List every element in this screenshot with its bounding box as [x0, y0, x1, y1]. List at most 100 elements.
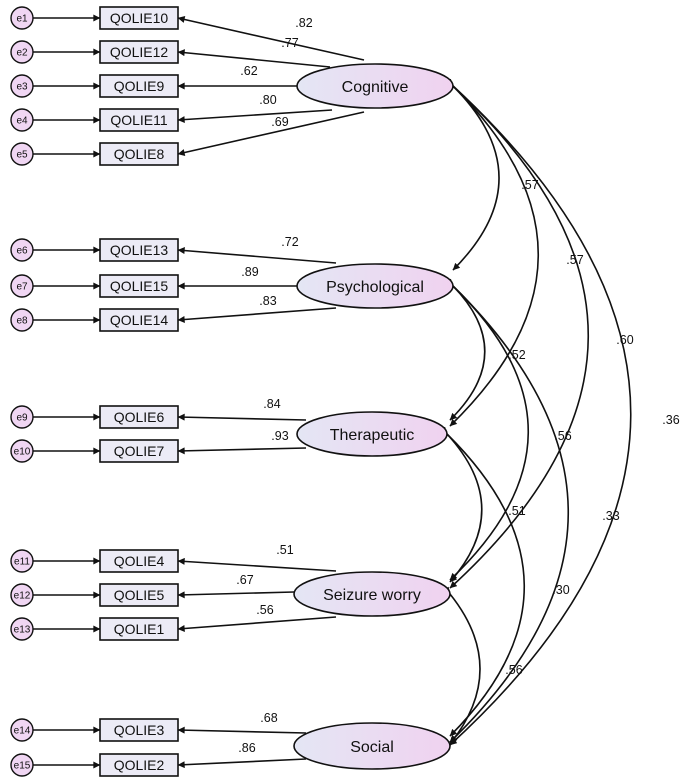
error-node-e15 [10, 753, 34, 777]
loading-layer: .82.77.62.80.69.72.89.83.84.93.51.67.56.… [33, 14, 365, 769]
error-node-e6 [10, 238, 34, 262]
loading-label-seizure-worry-qolie5: .67 [236, 573, 253, 587]
factor-label-social: Social [350, 739, 394, 756]
correlation-psychological-therapeutic-label: .52 [508, 348, 525, 362]
correlation-psychological-seizure-worry-arc [445, 278, 530, 581]
loading-label-therapeutic-qolie6: .84 [263, 397, 280, 411]
correlation-layer: .57.57.60.36.52.56.33.51.30.56 [439, 78, 680, 746]
error-label-e8: e8 [16, 316, 28, 327]
error-node-e11 [10, 549, 34, 573]
error-node-e12 [10, 583, 34, 607]
indicator-label-qolie11: QOLIE11 [110, 112, 168, 128]
indicator-box-qolie7 [99, 439, 179, 463]
error-node-e5 [10, 142, 34, 166]
indicator-label-qolie6: QOLIE6 [114, 409, 165, 425]
correlation-therapeutic-social-arc [439, 426, 526, 737]
error-label-e7: e7 [16, 282, 28, 293]
indicator-label-qolie5: QOLIE5 [114, 587, 165, 603]
loading-arrow-psychological-qolie14 [177, 307, 337, 323]
error-label-e10: e10 [14, 447, 31, 458]
correlation-therapeutic-social-label: .30 [552, 583, 569, 597]
loading-arrow-cognitive-qolie12 [177, 49, 331, 68]
indicator-label-qolie13: QOLIE13 [110, 242, 169, 258]
loading-label-cognitive-qolie8: .69 [271, 115, 288, 129]
indicator-label-qolie1: QOLIE1 [114, 621, 165, 637]
indicator-label-qolie14: QOLIE14 [110, 312, 169, 328]
error-label-e13: e13 [14, 625, 31, 636]
correlation-psychological-seizure-worry-label: .56 [554, 429, 571, 443]
indicator-box-qolie8 [99, 142, 179, 166]
correlation-cognitive-social-arc [445, 78, 632, 746]
factor-node-cognitive [296, 63, 454, 109]
loading-arrow-social-qolie3 [177, 726, 307, 734]
correlation-cognitive-seizure-worry-label: .60 [616, 333, 633, 347]
correlation-seizure-worry-social-label: .56 [505, 663, 522, 677]
indicator-label-qolie9: QOLIE9 [114, 78, 165, 94]
loading-label-therapeutic-qolie7: .93 [271, 429, 288, 443]
correlation-cognitive-therapeutic-arc [445, 78, 539, 427]
loading-label-psychological-qolie14: .83 [259, 294, 276, 308]
loading-label-social-qolie2: .86 [238, 741, 255, 755]
indicator-label-qolie7: QOLIE7 [114, 443, 165, 459]
error-node-e2 [10, 40, 34, 64]
indicator-box-qolie4 [99, 549, 179, 573]
error-label-e3: e3 [16, 82, 28, 93]
error-label-e14: e14 [14, 726, 31, 737]
indicator-label-qolie12: QOLIE12 [110, 44, 169, 60]
indicator-box-qolie13 [99, 238, 179, 262]
loading-arrow-seizure-worry-qolie1 [177, 616, 337, 632]
indicator-box-qolie12 [99, 40, 179, 64]
indicator-box-qolie10 [99, 6, 179, 30]
indicator-box-qolie1 [99, 617, 179, 641]
indicator-box-qolie2 [99, 753, 179, 777]
indicator-label-qolie4: QOLIE4 [114, 553, 165, 569]
error-label-e2: e2 [16, 48, 28, 59]
error-node-e7 [10, 274, 34, 298]
factor-node-social [293, 722, 451, 770]
error-label-e12: e12 [14, 591, 31, 602]
loading-label-cognitive-qolie10: .82 [295, 16, 312, 30]
loading-arrow-social-qolie2 [177, 758, 307, 769]
loading-label-social-qolie3: .68 [260, 711, 277, 725]
correlation-cognitive-seizure-worry-arc [445, 78, 590, 589]
loading-arrow-psychological-qolie13 [177, 247, 337, 264]
loading-label-cognitive-qolie12: .77 [281, 36, 298, 50]
loading-arrow-therapeutic-qolie7 [177, 447, 307, 455]
indicator-box-qolie5 [99, 583, 179, 607]
correlation-therapeutic-seizure-worry-label: .51 [508, 504, 525, 518]
correlation-psychological-social-arc [445, 278, 569, 743]
loading-arrow-seizure-worry-qolie4 [177, 557, 337, 572]
error-label-e9: e9 [16, 413, 28, 424]
indicator-box-qolie3 [99, 718, 179, 742]
error-node-e10 [10, 439, 34, 463]
loading-label-psychological-qolie15: .89 [241, 265, 258, 279]
correlation-psychological-social-label: .33 [602, 509, 619, 523]
factor-label-cognitive: Cognitive [342, 79, 409, 96]
error-node-e13 [10, 617, 34, 641]
correlation-cognitive-social-label: .36 [662, 413, 679, 427]
factor-node-psychological [296, 263, 454, 309]
correlation-seizure-worry-social-arc [443, 586, 481, 745]
loading-arrow-cognitive-qolie10 [177, 16, 365, 61]
error-label-e4: e4 [16, 116, 28, 127]
indicator-label-qolie10: QOLIE10 [110, 10, 169, 26]
indicator-label-qolie15: QOLIE15 [110, 278, 169, 294]
loading-label-cognitive-qolie9: .62 [240, 64, 257, 78]
indicator-box-qolie11 [99, 108, 179, 132]
indicator-label-qolie8: QOLIE8 [114, 146, 165, 162]
loading-label-seizure-worry-qolie1: .56 [256, 603, 273, 617]
error-node-e9 [10, 405, 34, 429]
error-node-e8 [10, 308, 34, 332]
error-node-e3 [10, 74, 34, 98]
factor-label-psychological: Psychological [326, 279, 424, 296]
error-label-e15: e15 [14, 761, 31, 772]
correlation-therapeutic-seizure-worry-arc [439, 426, 483, 583]
indicator-box-qolie15 [99, 274, 179, 298]
factor-node-seizure-worry [293, 571, 451, 617]
error-label-e1: e1 [16, 14, 28, 25]
indicator-box-qolie9 [99, 74, 179, 98]
indicator-box-qolie6 [99, 405, 179, 429]
error-node-e1 [10, 6, 34, 30]
